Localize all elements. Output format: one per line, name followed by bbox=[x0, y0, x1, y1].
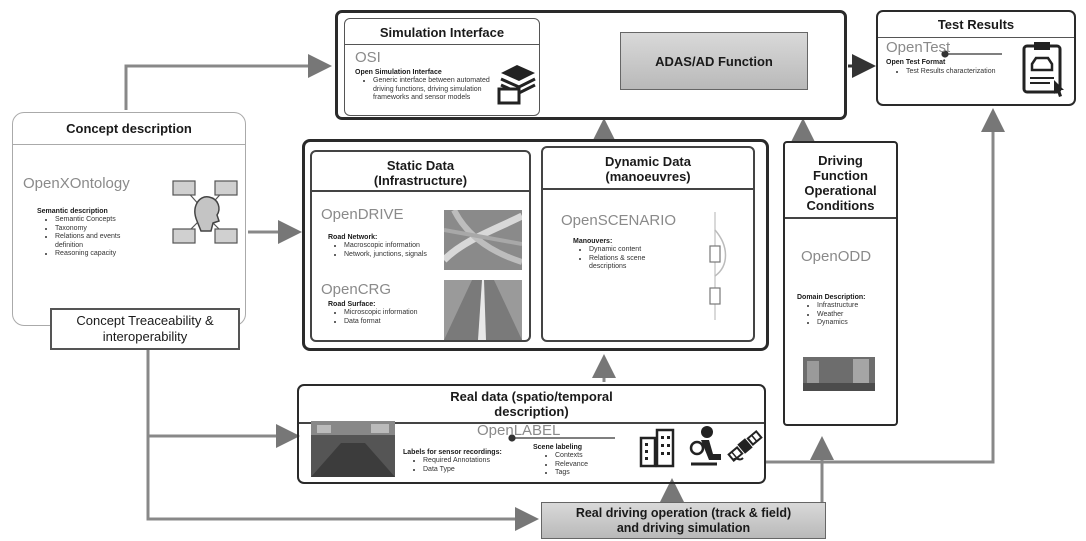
real-data-title: Real data (spatio/temporal description) bbox=[299, 386, 764, 424]
real-driving-box: Real driving operation (track & field) a… bbox=[541, 502, 826, 539]
opencrg-subtitle: Road Surface: bbox=[328, 301, 376, 308]
sensor-labels-bullet: Data Type bbox=[423, 466, 521, 475]
opendrive-bullet: Macroscopic information bbox=[344, 242, 464, 251]
opentest-bullet: Test Results characterization bbox=[906, 68, 1024, 77]
sensor-recording-image bbox=[311, 421, 395, 477]
satellite-icon bbox=[727, 429, 763, 463]
openxontology-label: OpenXOntology bbox=[23, 175, 130, 192]
openodd-bullet: Dynamics bbox=[817, 319, 885, 328]
scene-labeling-bullets: Contexts Relevance Tags bbox=[543, 452, 613, 478]
adas-function-box: ADAS/AD Function bbox=[620, 32, 808, 90]
opentest-subtitle: Open Test Format bbox=[886, 59, 946, 66]
ontology-bullet: Reasoning capacity bbox=[55, 250, 139, 259]
opentest-label: OpenTest bbox=[886, 39, 951, 56]
static-data-title: Static Data (Infrastructure) bbox=[312, 152, 529, 192]
test-results-box: Test Results OpenTest Open Test Format T… bbox=[876, 10, 1076, 106]
scenario-data-container bbox=[302, 139, 769, 351]
opentest-bullets: Test Results characterization bbox=[894, 68, 1024, 77]
simulation-interface-container bbox=[335, 10, 847, 120]
buildings-icon bbox=[639, 428, 675, 468]
scene-labeling-bullet: Contexts bbox=[555, 452, 613, 461]
openscenario-subtitle: Manouvers: bbox=[573, 238, 613, 245]
osi-subtitle: Open Simulation Interface bbox=[355, 69, 442, 76]
opencrg-bullet: Microscopic information bbox=[344, 309, 452, 318]
dynamic-data-title: Dynamic Data (manoeuvres) bbox=[543, 148, 753, 190]
opencrg-bullets: Microscopic information Data format bbox=[332, 309, 452, 326]
openodd-subtitle: Domain Description: bbox=[797, 294, 866, 301]
opendrive-bullet: Network, junctions, signals bbox=[344, 251, 464, 260]
sensor-labels-bullets: Required Annotations Data Type bbox=[411, 457, 521, 474]
ontology-bullet: Taxonomy bbox=[55, 225, 139, 234]
openxontology-bullets: Semantic Concepts Taxonomy Relations and… bbox=[43, 216, 139, 259]
driver-icon bbox=[689, 426, 721, 466]
scene-labeling-bullet: Relevance bbox=[555, 461, 613, 470]
ontology-bullet: Relations and events definition bbox=[55, 233, 139, 250]
test-results-title: Test Results bbox=[878, 12, 1074, 38]
odd-scene-image bbox=[803, 357, 875, 391]
scene-labeling-bullet: Tags bbox=[555, 469, 613, 478]
ontology-bullet: Semantic Concepts bbox=[55, 216, 139, 225]
concept-traceability-label: Concept Treaceability & interoperability bbox=[76, 313, 214, 344]
road-surface-image bbox=[444, 280, 522, 340]
real-driving-label: Real driving operation (track & field) a… bbox=[575, 505, 792, 535]
opendrive-subtitle: Road Network: bbox=[328, 234, 378, 241]
opencrg-label: OpenCRG bbox=[321, 281, 392, 298]
openscenario-label: OpenSCENARIO bbox=[561, 212, 677, 229]
opencrg-bullet: Data format bbox=[344, 318, 452, 327]
static-data-box: Static Data (Infrastructure) OpenDRIVE R… bbox=[310, 150, 531, 342]
dynamic-data-box: Dynamic Data (manoeuvres) OpenSCENARIO M… bbox=[541, 146, 755, 342]
head-network-icon bbox=[172, 180, 238, 244]
clipboard-car-icon bbox=[1022, 42, 1064, 97]
concept-description-box: Concept description OpenXOntology Semant… bbox=[12, 112, 246, 326]
openxontology-subtitle: Semantic description bbox=[37, 208, 108, 215]
openscenario-bullet: Relations & scene descriptions bbox=[589, 255, 677, 272]
openodd-bullets: Infrastructure Weather Dynamics bbox=[805, 302, 885, 328]
osi-label: OSI bbox=[355, 49, 381, 66]
real-data-box: Real data (spatio/temporal description) … bbox=[297, 384, 766, 484]
driving-function-box: Driving Function Operational Conditions … bbox=[783, 141, 898, 426]
openodd-bullet: Infrastructure bbox=[817, 302, 885, 311]
adas-function-label: ADAS/AD Function bbox=[655, 53, 773, 69]
concept-traceability-box: Concept Treaceability & interoperability bbox=[50, 308, 240, 350]
simulation-interface-box: Simulation Interface OSI Open Simulation… bbox=[344, 18, 540, 116]
openscenario-bullet: Dynamic content bbox=[589, 246, 677, 255]
document-stack-icon bbox=[497, 65, 536, 105]
openlabel-label: OpenLABEL bbox=[477, 422, 561, 439]
openodd-label: OpenODD bbox=[801, 248, 872, 265]
concept-description-title: Concept description bbox=[13, 113, 245, 145]
openscenario-bullets: Dynamic content Relations & scene descri… bbox=[577, 246, 677, 272]
sensor-labels-bullet: Required Annotations bbox=[423, 457, 521, 466]
osi-bullets: Generic interface between automated driv… bbox=[361, 77, 491, 103]
scenario-manoeuvre-graphic bbox=[709, 212, 727, 320]
simulation-interface-title: Simulation Interface bbox=[345, 19, 539, 45]
osi-bullet: Generic interface between automated driv… bbox=[373, 77, 491, 103]
sensor-labels-subtitle: Labels for sensor recordings: bbox=[403, 449, 502, 456]
opendrive-label: OpenDRIVE bbox=[321, 206, 404, 223]
scene-labeling-subtitle: Scene labeling bbox=[533, 444, 583, 451]
road-network-image bbox=[444, 210, 522, 270]
openodd-bullet: Weather bbox=[817, 311, 885, 320]
driving-function-title: Driving Function Operational Conditions bbox=[785, 143, 896, 219]
opendrive-bullets: Macroscopic information Network, junctio… bbox=[332, 242, 464, 259]
